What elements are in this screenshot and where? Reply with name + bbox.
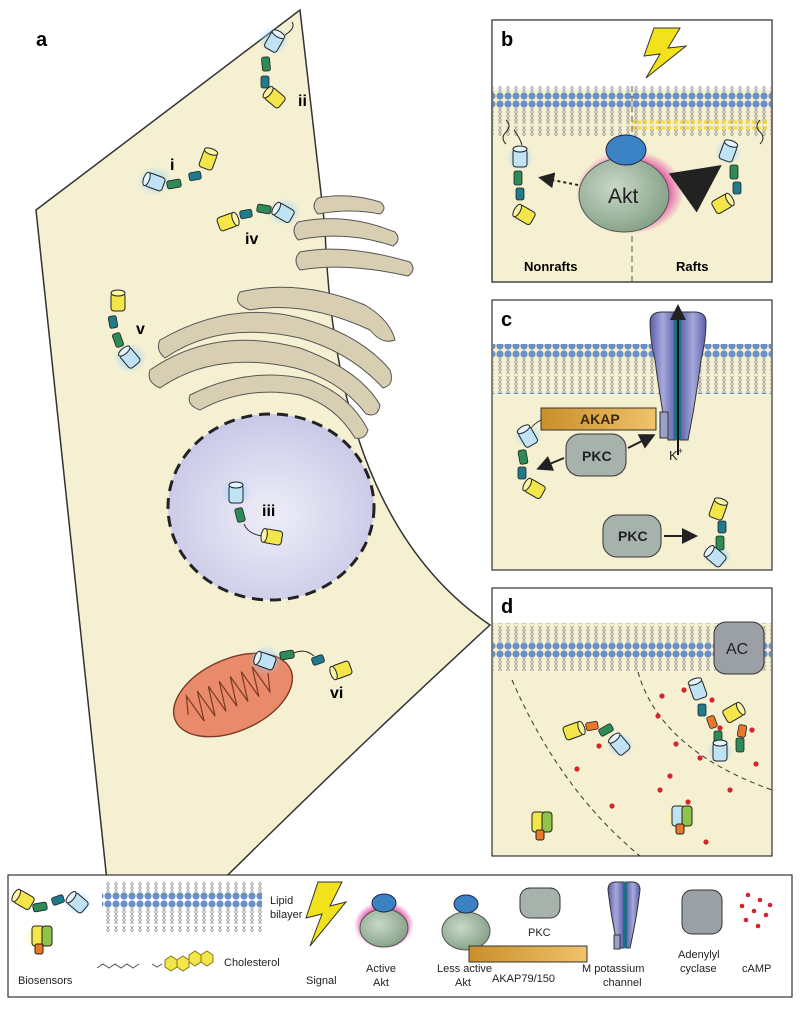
legend-active-akt-1: Active bbox=[366, 963, 396, 975]
k-ion-label: K+ bbox=[669, 446, 683, 463]
legend-cholesterol-icon bbox=[96, 950, 214, 972]
legend-camp-icon bbox=[739, 892, 773, 929]
panel-a-label: a bbox=[36, 29, 48, 51]
akt-text: Akt bbox=[608, 185, 639, 208]
legend-pkc-icon bbox=[519, 887, 561, 919]
akap-text: AKAP bbox=[580, 411, 620, 427]
signal-bolt bbox=[643, 27, 688, 79]
legend-channel-2: channel bbox=[603, 977, 642, 989]
pkc-text-1: PKC bbox=[582, 448, 612, 464]
legend-bilayer-icon bbox=[102, 882, 262, 932]
legend-signal: Signal bbox=[306, 975, 337, 987]
sensor-vi: vi bbox=[249, 645, 354, 702]
sensor-iii-label: iii bbox=[262, 503, 275, 520]
akap-bar bbox=[540, 407, 657, 431]
legend-biosensors: Biosensors bbox=[18, 975, 73, 987]
raft-cholesterol bbox=[632, 120, 770, 130]
pkc-arrow-sensor bbox=[536, 456, 565, 471]
nonrafts-label: Nonrafts bbox=[524, 259, 577, 274]
pkc-anchored bbox=[565, 433, 627, 477]
ac-text: AC bbox=[726, 641, 748, 658]
panel-d-label: d bbox=[501, 596, 513, 618]
sensor-i-label: i bbox=[170, 157, 174, 174]
panel-a: a ii bbox=[35, 8, 492, 987]
legend-less-akt-2: Akt bbox=[455, 977, 471, 989]
legend: Biosensors Lipid bilayer Cholesterol Sig… bbox=[7, 874, 793, 998]
sensor-ii: ii bbox=[258, 21, 307, 110]
legend-less-akt-1: Less active bbox=[437, 963, 492, 975]
adenylyl-cyclase bbox=[713, 621, 765, 675]
sensor-ii-label: ii bbox=[298, 93, 307, 110]
panel-c-label: c bbox=[501, 309, 512, 331]
legend-biosensor-icon bbox=[9, 887, 92, 955]
legend-pkc: PKC bbox=[528, 927, 551, 939]
camp-dots bbox=[574, 687, 759, 845]
sensor-iii: iii bbox=[221, 478, 284, 546]
legend-akap-icon bbox=[468, 945, 588, 963]
sensor-iv: iv bbox=[215, 198, 301, 248]
nonraft-arrow bbox=[538, 172, 579, 189]
legend-cholesterol: Cholesterol bbox=[224, 957, 280, 969]
akap-sensor bbox=[514, 419, 547, 501]
active-akt: Akt bbox=[576, 134, 684, 234]
panel-b-label: b bbox=[501, 29, 513, 51]
legend-channel-1: M potassium bbox=[582, 963, 644, 975]
pkc-free bbox=[602, 514, 662, 558]
sensor-iv-label: iv bbox=[245, 231, 258, 248]
legend-ac-icon bbox=[681, 889, 723, 935]
golgi-large bbox=[148, 286, 396, 439]
legend-lipid-1: Lipid bbox=[270, 895, 293, 907]
pkc-arrow-channel bbox=[627, 434, 656, 449]
legend-ac-1: Adenylyl bbox=[678, 949, 720, 961]
sensor-vi-label: vi bbox=[330, 685, 343, 702]
free-sensor bbox=[701, 495, 732, 569]
legend-camp: cAMP bbox=[742, 963, 771, 975]
camp-sensor-collapsed-1 bbox=[528, 807, 558, 841]
camp-sensor-2 bbox=[686, 675, 734, 763]
nucleus bbox=[166, 412, 376, 602]
legend-signal-icon bbox=[305, 881, 348, 947]
legend-active-akt-2: Akt bbox=[373, 977, 389, 989]
panel-c: c K+ AKAP PKC PKC bbox=[491, 299, 773, 571]
m-potassium-channel: K+ bbox=[649, 304, 707, 463]
nonraft-sensor bbox=[502, 119, 537, 227]
legend-lipid-2: bilayer bbox=[270, 909, 303, 921]
diffusion-boundary-inner bbox=[637, 671, 773, 791]
panel-b: b Akt Non bbox=[491, 19, 773, 283]
sensor-v-label: v bbox=[136, 321, 145, 338]
golgi-small bbox=[293, 195, 414, 277]
sensor-i: i bbox=[137, 145, 220, 196]
camp-sensor-collapsed-2 bbox=[665, 803, 697, 835]
legend-less-akt-icon bbox=[441, 894, 491, 951]
camp-sensor-1 bbox=[561, 719, 634, 757]
rafts-label: Rafts bbox=[676, 259, 709, 274]
pkc-text-2: PKC bbox=[618, 528, 648, 544]
raft-arrow bbox=[668, 165, 722, 213]
panel-d: d AC bbox=[491, 587, 773, 857]
diffusion-boundary-outer bbox=[511, 679, 641, 857]
legend-ac-2: cyclase bbox=[680, 963, 717, 975]
legend-akap: AKAP79/150 bbox=[492, 973, 555, 985]
raft-sensor bbox=[710, 119, 764, 216]
legend-active-akt-icon bbox=[354, 893, 414, 949]
sensor-v: v bbox=[107, 289, 147, 373]
legend-channel-icon bbox=[607, 881, 641, 950]
